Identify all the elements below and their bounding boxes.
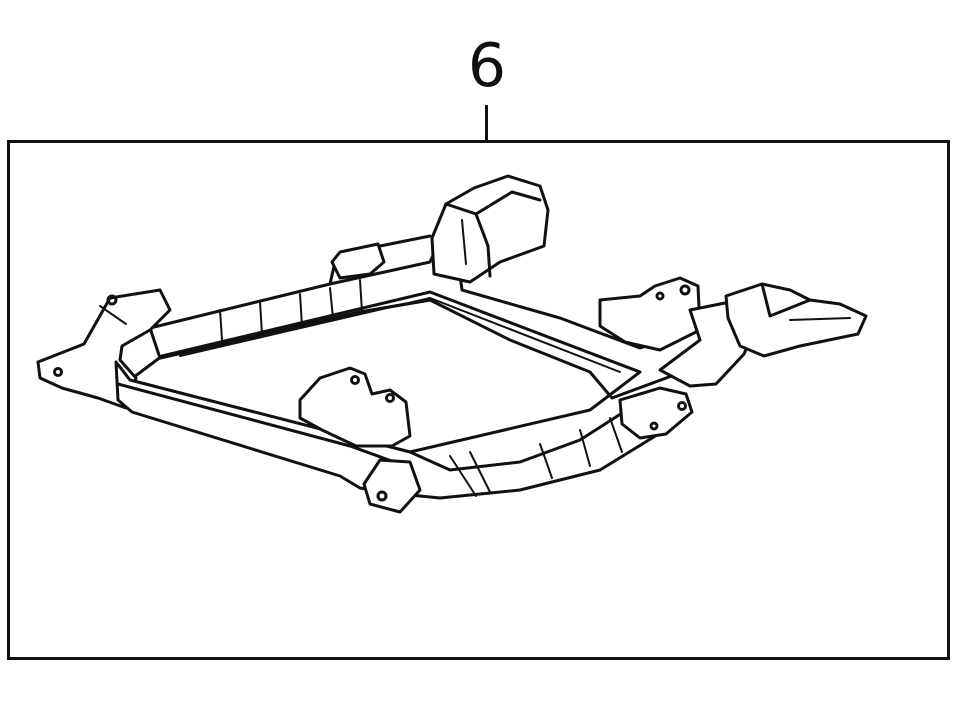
right-side-arm	[598, 276, 868, 388]
upper-left-tab	[330, 242, 386, 280]
front-crossmember	[114, 360, 667, 500]
callout-leader-line	[485, 105, 488, 141]
center-bracket	[298, 366, 412, 448]
part-callout-number: 6	[467, 31, 507, 101]
left-side-rail	[36, 288, 172, 410]
front-right-mount	[618, 386, 694, 440]
front-left-mount	[362, 458, 422, 514]
diagram-frame	[7, 140, 950, 660]
rear-left-tower	[430, 174, 550, 284]
